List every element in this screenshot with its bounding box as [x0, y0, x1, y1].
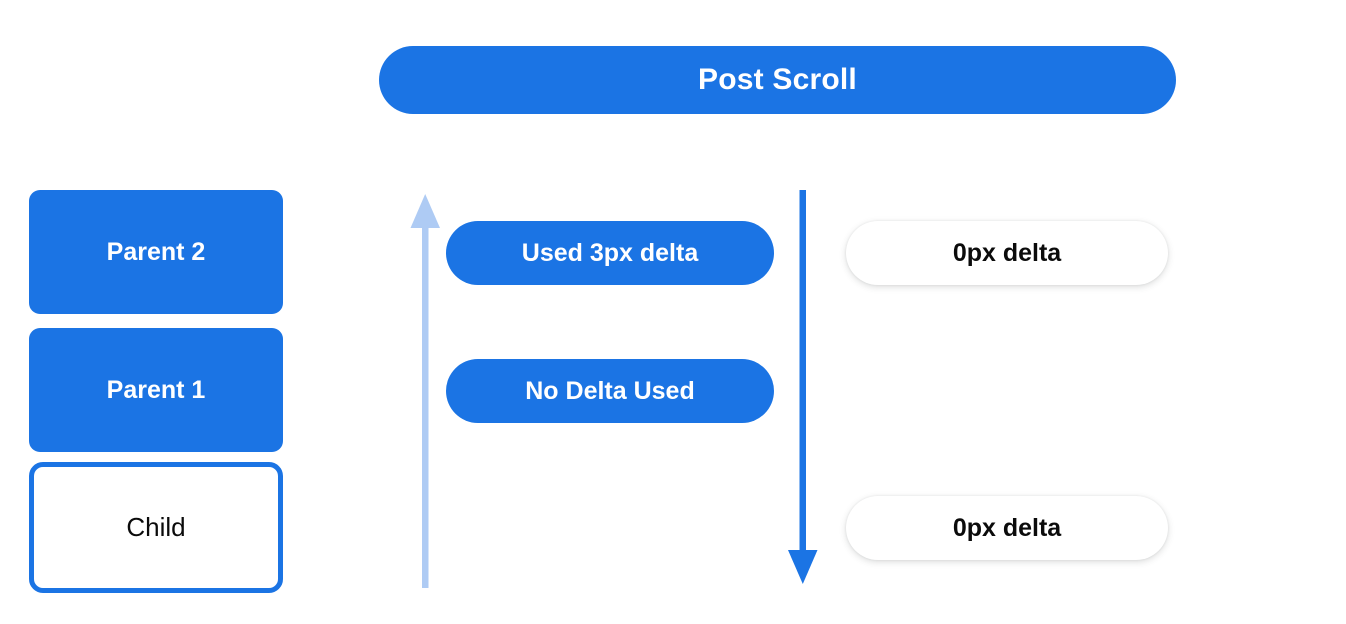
pill-zero-delta-top-label: 0px delta [952, 238, 1062, 267]
pill-zero-delta-bottom-label: 0px delta [952, 513, 1062, 542]
box-parent-1: Parent 1 [29, 328, 283, 452]
banner-label: Post Scroll [698, 63, 857, 96]
pill-used-3px-delta-label: Used 3px delta [521, 238, 699, 267]
up-arrow-icon [410, 194, 440, 588]
box-child-label: Child [126, 512, 186, 542]
box-parent-2-label: Parent 2 [106, 237, 206, 266]
box-parent-1-label: Parent 1 [106, 375, 206, 404]
pill-zero-delta-top: 0px delta [846, 221, 1168, 285]
box-child: Child [29, 462, 283, 593]
pill-no-delta-used: No Delta Used [446, 359, 774, 423]
pill-no-delta-used-label: No Delta Used [525, 376, 695, 405]
pill-used-3px-delta: Used 3px delta [446, 221, 774, 285]
post-scroll-banner: Post Scroll [379, 46, 1176, 114]
down-arrow-icon [788, 190, 818, 584]
box-parent-2: Parent 2 [29, 190, 283, 314]
pill-zero-delta-bottom: 0px delta [846, 496, 1168, 560]
